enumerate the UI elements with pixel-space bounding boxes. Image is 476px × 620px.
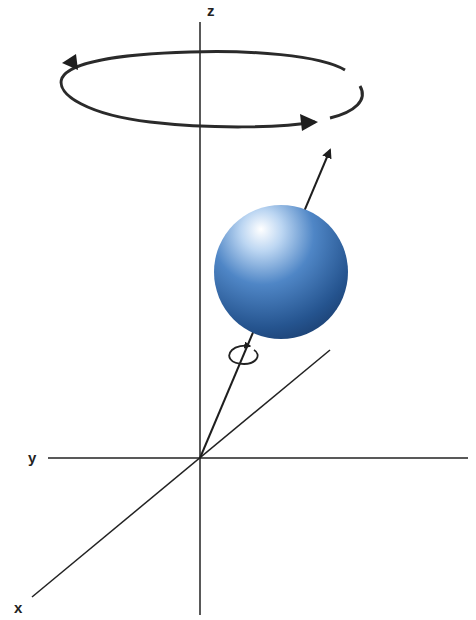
precession-arrowhead (62, 54, 78, 70)
spin-rotation-arrow (229, 346, 257, 364)
axis-label: y (28, 450, 36, 465)
spinning-sphere (214, 205, 348, 339)
axis-label: x (14, 600, 22, 615)
precession-arrowhead (300, 114, 318, 131)
precession-path (330, 86, 362, 118)
axis-label: z (207, 3, 215, 18)
x-axis (32, 350, 330, 597)
y-axis (48, 457, 468, 459)
z-axis (199, 22, 201, 615)
